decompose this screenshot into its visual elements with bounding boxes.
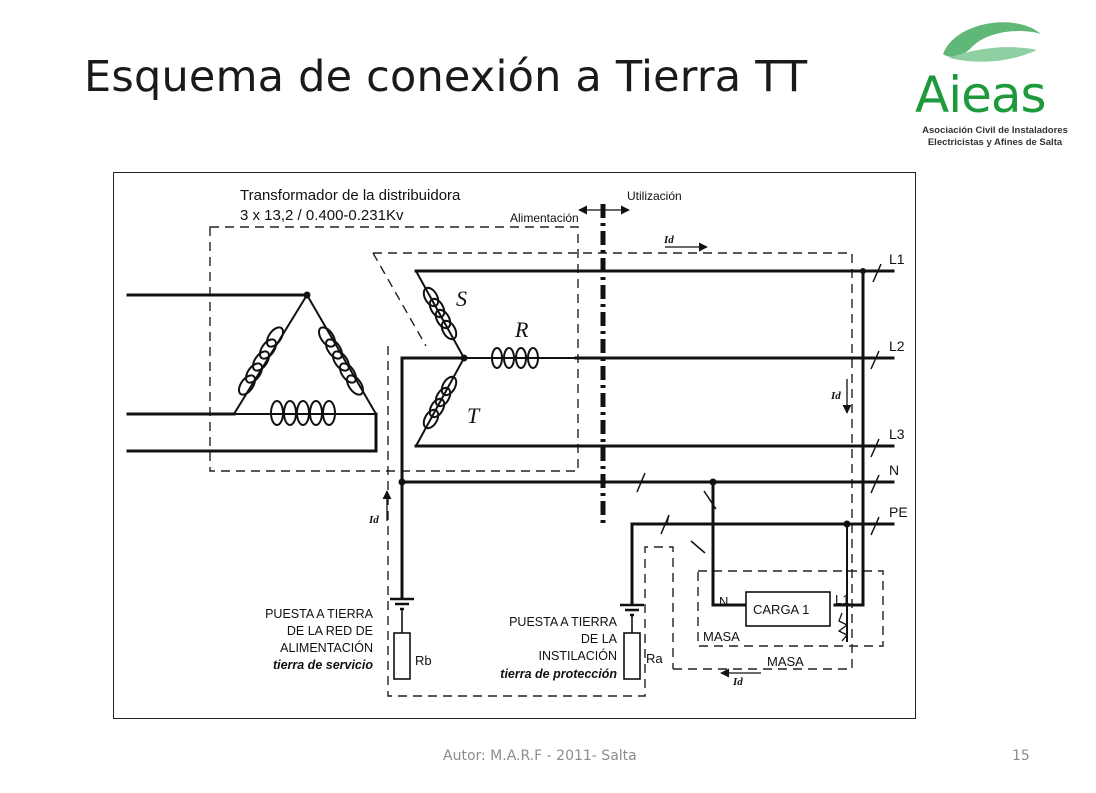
line-l1-label: L1 [889, 251, 905, 267]
service-earth-line-2: DE LA RED DE [287, 624, 373, 638]
fault-current-label-bottom: Id [732, 676, 743, 688]
fault-current-label-right: Id [830, 390, 841, 402]
logo-subtitle: Asociación Civil de Instaladores Electri… [905, 125, 1085, 149]
coil-secondary-r [491, 347, 539, 369]
coil-secondary-s [422, 286, 458, 341]
protection-earth-line-1: PUESTA A TIERRA [509, 615, 618, 629]
service-earth-icon [390, 597, 414, 611]
resistor-ra-label: Ra [646, 651, 663, 666]
diagram-labels: Transformador de la distribuidora 3 x 13… [240, 187, 908, 688]
logo-subtitle-line-1: Asociación Civil de Instaladores [922, 125, 1068, 136]
masa-label-1: MASA [703, 629, 740, 644]
logo-wordmark: Aieas [915, 66, 1047, 124]
transformer-rating: 3 x 13,2 / 0.400-0.231Kv [240, 207, 404, 224]
protection-earth-italic: tierra de protección [500, 667, 617, 681]
delta-primary [232, 293, 378, 415]
masa-label-2: MASA [767, 654, 804, 669]
line-l3-label: L3 [889, 426, 905, 442]
transformer-title: Transformador de la distribuidora [240, 187, 461, 204]
winding-boundary-diagonal [372, 252, 427, 347]
diagram-canvas: Transformador de la distribuidora 3 x 13… [126, 187, 908, 697]
winding-r-label: R [514, 317, 529, 342]
winding-t-label: T [467, 403, 481, 428]
load-n-label: N [719, 594, 728, 609]
fault-current-label-top: Id [663, 234, 674, 246]
earth-boundary [387, 346, 674, 697]
transformer-coils [238, 286, 539, 430]
line-n-label: N [889, 462, 899, 478]
transformer-boundary [209, 226, 579, 472]
dashed-boundaries [209, 226, 884, 697]
utilizacion-label: Utilización [627, 189, 682, 203]
winding-s-label: S [456, 286, 467, 311]
neutral-earth-lead [400, 356, 466, 600]
coil-primary-bottom [270, 400, 336, 426]
aieas-logo: Aieas Asociación Civil de Instaladores E… [905, 14, 1085, 154]
earth-resistors [393, 609, 641, 680]
fault-current-arrows [382, 205, 852, 678]
resistor-rb [393, 632, 411, 680]
line-pe-label: PE [889, 504, 908, 520]
page-number: 15 [1012, 748, 1030, 764]
logo-leaf-icon [943, 22, 1041, 62]
tt-earthing-diagram: Transformador de la distribuidora 3 x 13… [113, 172, 916, 719]
fault-zigzag-icon [837, 612, 849, 642]
coil-primary-left [238, 326, 284, 396]
logo-subtitle-line-2: Electricistas y Afines de Salta [927, 137, 1063, 148]
earth-symbols [390, 597, 644, 617]
load-phase-feed [833, 269, 865, 607]
conductors [126, 269, 895, 642]
coil-secondary-t [422, 375, 458, 430]
primary-line-3 [126, 412, 378, 453]
junction-dots [303, 268, 866, 528]
conductor-ticks [636, 263, 882, 554]
load-neutral-feed [711, 480, 748, 607]
footer-author: Autor: M.A.R.F - 2011- Salta [443, 748, 637, 764]
load-boundary [697, 570, 884, 647]
resistor-rb-label: Rb [415, 653, 432, 668]
load-l1-label: L1 [835, 592, 849, 607]
protection-earth-icon [620, 603, 644, 617]
slide-title: Esquema de conexión a Tierra TT [84, 52, 808, 102]
load-label: CARGA 1 [753, 602, 809, 617]
alimentacion-label: Alimentación [510, 211, 579, 225]
load-box [745, 591, 831, 627]
line-l2-label: L2 [889, 338, 905, 354]
coil-primary-right [318, 326, 364, 396]
fault-i-label: I [665, 514, 671, 526]
service-earth-italic: tierra de servicio [273, 658, 373, 672]
service-earth-line-1: PUESTA A TIERRA [265, 607, 374, 621]
protection-earth-line-2: DE LA [581, 632, 618, 646]
protection-earth-line-3: INSTILACIÓN [539, 648, 618, 663]
fault-current-label-left: Id [368, 514, 379, 526]
resistor-ra [623, 632, 641, 680]
service-earth-line-3: ALIMENTACIÓN [280, 640, 373, 655]
